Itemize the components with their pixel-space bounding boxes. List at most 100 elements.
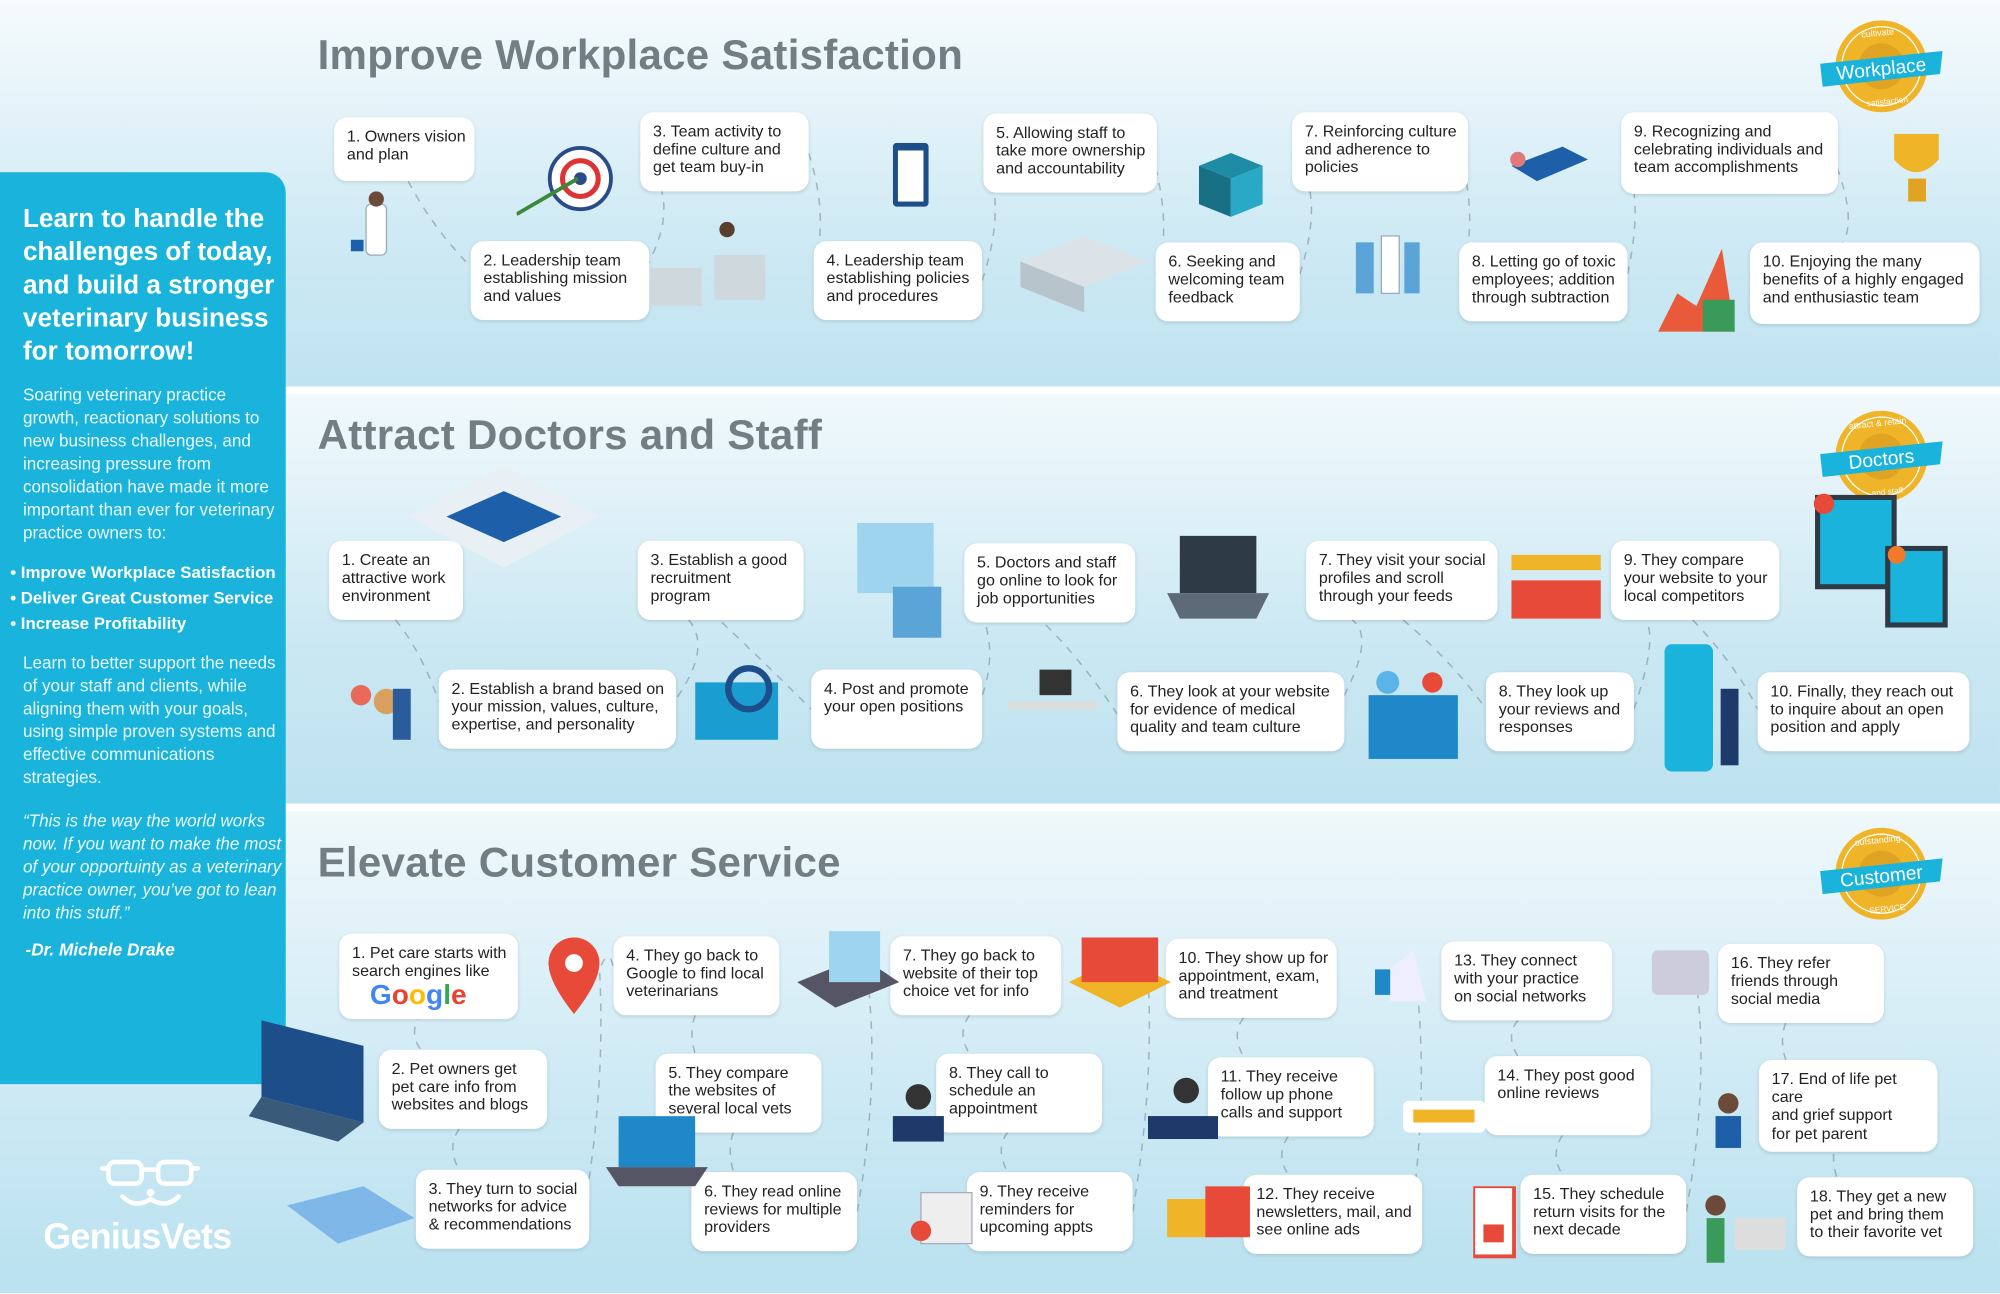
step-text: 17. End of life pet care and grief suppo… xyxy=(1771,1070,1897,1143)
map-pin-icon xyxy=(548,937,600,1015)
laptop-blog-icon xyxy=(248,1020,364,1142)
step-box: 9. They receive reminders for upcoming a… xyxy=(966,1172,1133,1252)
badge-text: and staff xyxy=(1871,485,1904,498)
step-text: 1. Create an attractive work environment xyxy=(341,551,446,606)
section-title: Improve Workplace Satisfaction xyxy=(317,30,964,78)
social-tablet-icon xyxy=(286,1186,415,1244)
step-box: 7. They go back to website of their top … xyxy=(890,936,1062,1016)
step-text: 6. Seeking and welcoming team feedback xyxy=(1168,252,1285,307)
support-headset-icon xyxy=(1147,1077,1219,1140)
reviews-laptop-icon xyxy=(605,1116,708,1187)
new-pet-visit-icon xyxy=(1705,1195,1786,1263)
geniusvets-logo: GeniusVets xyxy=(38,1151,268,1272)
step-text: 6. They read online reviews for multiple… xyxy=(704,1182,842,1237)
step-box: 6. They read online reviews for multiple… xyxy=(691,1172,858,1252)
step-box: 3. Team activity to define culture and g… xyxy=(640,112,809,192)
step-box: 14. They post good online reviews xyxy=(1484,1056,1651,1136)
step-text: 8. They look up your reviews and respons… xyxy=(1498,682,1621,737)
step-box: 11. They receive follow up phone calls a… xyxy=(1207,1057,1374,1137)
step-box: 10. They show up for appointment, exam, … xyxy=(1165,938,1337,1018)
step-box: 6. Seeking and welcoming team feedback xyxy=(1155,242,1300,322)
step-box: 2. Pet owners get pet care info from web… xyxy=(378,1049,548,1129)
websites-compare-icon xyxy=(797,931,900,1008)
step-box: 4. They go back to Google to find local … xyxy=(613,936,780,1016)
step-text: 2. Establish a brand based on your missi… xyxy=(451,679,665,734)
phone-apply-icon xyxy=(1664,644,1739,772)
step-box: 3. They turn to social networks for advi… xyxy=(415,1169,590,1249)
step-box: 5. Allowing staff to take more ownership… xyxy=(983,113,1157,193)
step-text: 7. Reinforcing culture and adherence to … xyxy=(1304,122,1457,177)
step-text: 1. Owners vision and plan xyxy=(346,127,466,164)
step-box: 10. Finally, they reach out to inquire a… xyxy=(1757,672,1970,752)
step-box: 15. They schedule return visits for the … xyxy=(1520,1174,1687,1254)
badge-text: satisfaction xyxy=(1866,94,1909,108)
calendar-10-icon xyxy=(1473,1186,1516,1259)
vet-doctor-icon xyxy=(350,191,388,256)
step-text: 8. Letting go of toxic employees; additi… xyxy=(1471,252,1616,307)
step-box: 4. Leadership team establishing policies… xyxy=(813,241,983,321)
step-text: 13. They connect with your practice on s… xyxy=(1454,951,1587,1006)
step-box: 7. Reinforcing culture and adherence to … xyxy=(1292,112,1469,192)
step-text: 1. Pet care starts with search engines l… xyxy=(352,943,507,980)
step-text: 16. They refer friends through social me… xyxy=(1730,954,1839,1009)
staff-group-icon xyxy=(1355,235,1420,295)
badge-text: outstanding xyxy=(1854,833,1901,848)
bullet-item: • Improve Workplace Satisfaction xyxy=(10,562,276,582)
step-box: 16. They refer friends through social me… xyxy=(1718,943,1884,1023)
office-desk-icon xyxy=(1510,146,1588,182)
step-text: 8. They call to schedule an appointment xyxy=(948,1063,1049,1118)
step-box: 2. Leadership team establishing mission … xyxy=(470,241,650,321)
step-box: 8. They look up your reviews and respons… xyxy=(1485,672,1634,752)
glasses-dog-icon xyxy=(99,1159,200,1206)
section-title: Elevate Customer Service xyxy=(317,838,841,886)
newsletter-ads-icon xyxy=(1167,1186,1250,1238)
step-box: 8. Letting go of toxic employees; additi… xyxy=(1459,242,1628,322)
step-box: 10. Enjoying the many benefits of a high… xyxy=(1749,242,1980,324)
step-text: 4. Leadership team establishing policies… xyxy=(826,251,970,306)
step-text: 10. Enjoying the many benefits of a high… xyxy=(1762,252,1964,307)
step-box: 5. Doctors and staff go online to look f… xyxy=(964,543,1136,623)
step-text: 2. Leadership team establishing mission … xyxy=(483,251,628,306)
step-box: 1. Owners vision and plan xyxy=(334,117,475,182)
bullet-item: • Deliver Great Customer Service xyxy=(10,588,274,608)
step-box: 6. They look at your website for evidenc… xyxy=(1117,672,1345,752)
step-box: 1. Create an attractive work environment xyxy=(329,540,464,620)
step-text: 5. Allowing staff to take more ownership… xyxy=(996,123,1146,178)
step-text: 10. Finally, they reach out to inquire a… xyxy=(1770,682,1954,737)
clipboard-icon xyxy=(892,142,929,207)
step-box: 18. They get a new pet and bring them to… xyxy=(1797,1177,1974,1257)
google-logo: Google xyxy=(369,978,467,1011)
step-box: 13. They connect with your practice on s… xyxy=(1441,941,1613,1021)
badge-text: SERVICE xyxy=(1869,902,1907,916)
step-text: 12. They receive newsletters, mail, and … xyxy=(1256,1184,1412,1240)
step-text: 6. They look at your website for evidenc… xyxy=(1130,682,1330,737)
step-text: 5. They compare the websites of several … xyxy=(668,1063,792,1118)
compare-screens-icon xyxy=(1813,493,1948,628)
ballot-box-icon xyxy=(1198,153,1263,217)
review-stars-icon xyxy=(1403,1100,1486,1133)
growth-chart-icon xyxy=(1658,248,1735,332)
step-text: 4. They go back to Google to find local … xyxy=(626,946,764,1001)
panel-bullets: • Improve Workplace Satisfaction • Deliv… xyxy=(10,560,286,637)
team-meeting-icon xyxy=(650,221,766,307)
clinic-room-icon xyxy=(408,465,600,568)
step-text: 4. Post and promote your open positions xyxy=(823,679,969,716)
panel-quote: “This is the way the world works now. If… xyxy=(22,811,282,923)
trophy-icon xyxy=(1894,133,1939,202)
section-title: Attract Doctors and Staff xyxy=(317,410,823,458)
phone-call-icon xyxy=(892,1084,944,1142)
step-text: 2. Pet owners get pet care info from web… xyxy=(391,1059,529,1115)
step-text: 5. Doctors and staff go online to look f… xyxy=(977,553,1118,608)
magnifier-laptop-icon xyxy=(695,665,779,740)
family-pet-icon xyxy=(350,684,411,740)
step-text: 10. They show up for appointment, exam, … xyxy=(1178,948,1329,1004)
step-text: 9. They receive reminders for upcoming a… xyxy=(979,1182,1094,1237)
step-box: 8. They call to schedule an appointment xyxy=(936,1053,1103,1133)
exam-table-icon xyxy=(1020,235,1148,313)
target-icon xyxy=(516,146,613,216)
laptop-icon xyxy=(1167,535,1270,619)
step-box: 12. They receive newsletters, mail, and … xyxy=(1243,1174,1423,1254)
